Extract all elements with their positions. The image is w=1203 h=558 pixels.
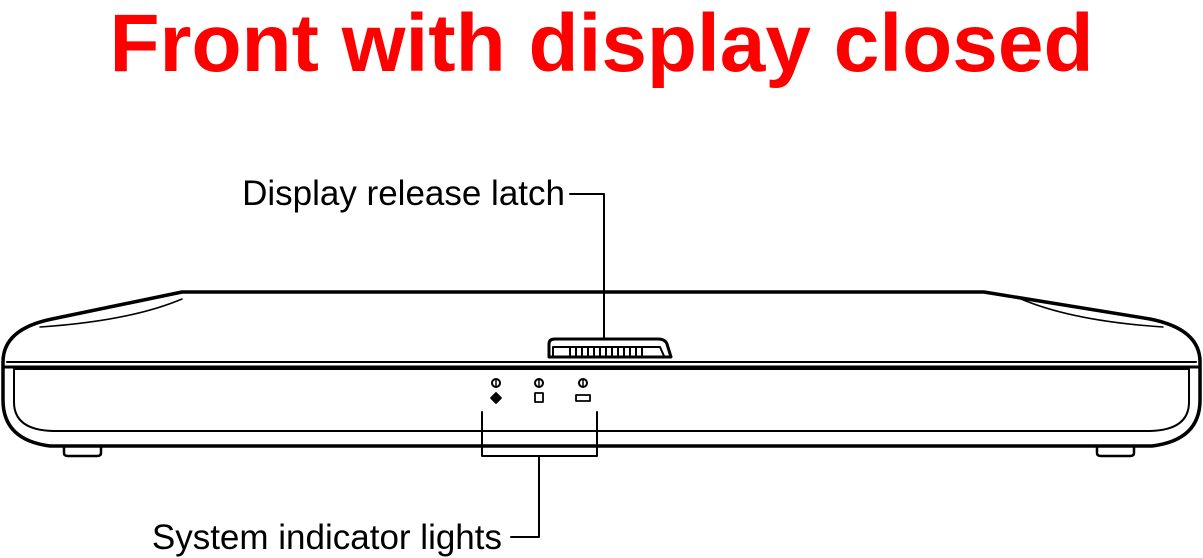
- lights-bracket: [481, 411, 598, 457]
- base-inner-panel: [13, 368, 1190, 432]
- latch-leader-line: [569, 193, 605, 340]
- display-release-latch: [547, 337, 673, 359]
- battery-light-icon: [575, 378, 591, 402]
- power-light-icon: [490, 378, 502, 404]
- disk-light-icon: [534, 378, 544, 403]
- lights-leader-line: [510, 455, 540, 538]
- display-release-latch-label: Display release latch: [242, 174, 565, 213]
- laptop-outer-body: [1, 290, 1202, 448]
- diagram-title: Front with display closed: [109, 0, 1094, 89]
- lid-highlight: [39, 298, 183, 328]
- left-foot: [62, 444, 103, 458]
- system-indicator-lights-label: System indicator lights: [151, 518, 502, 557]
- right-foot: [1095, 444, 1136, 458]
